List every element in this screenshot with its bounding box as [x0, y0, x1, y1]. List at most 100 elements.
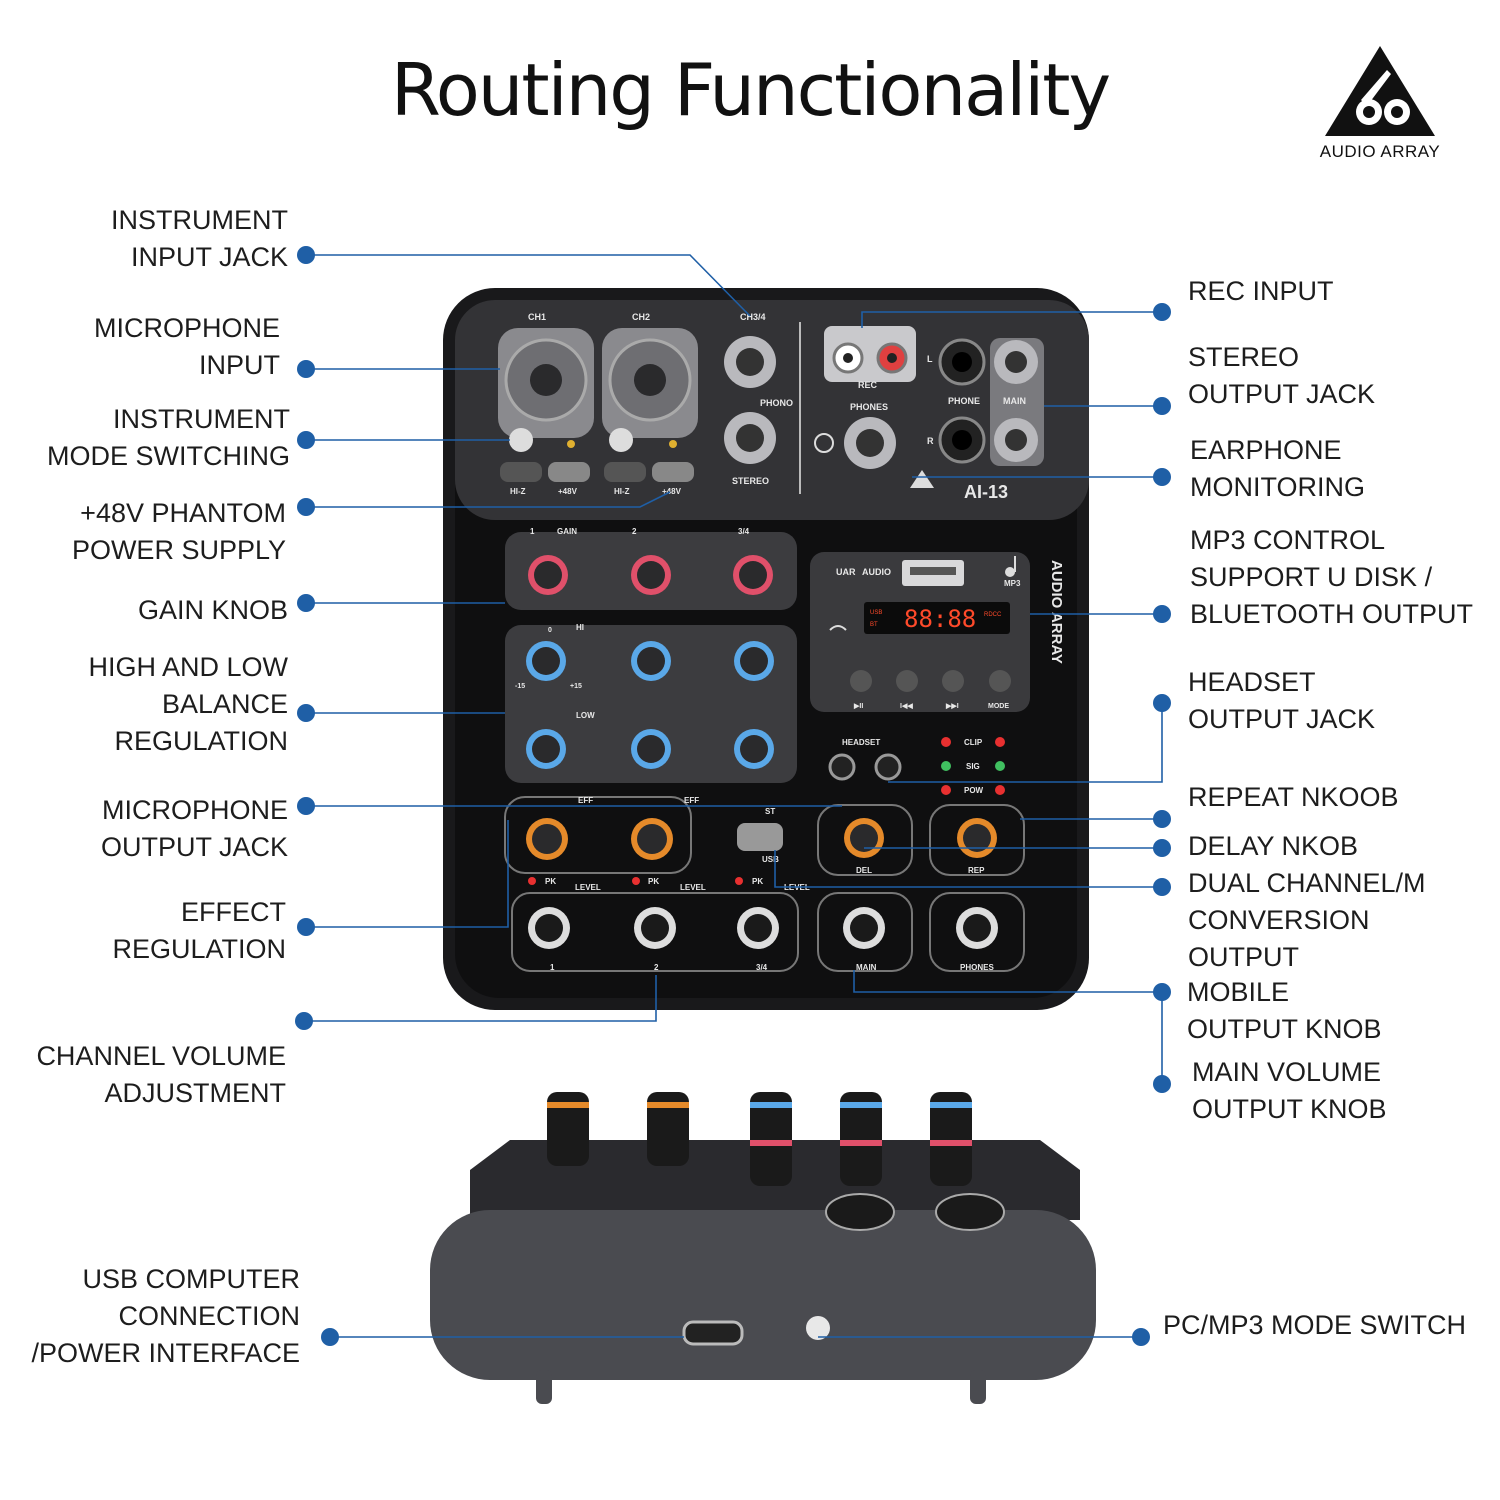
eff-knob-2[interactable]	[631, 818, 673, 860]
level-knob-1[interactable]	[528, 907, 570, 949]
main-volume-knob[interactable]	[843, 907, 885, 949]
instrument-jack-bottom[interactable]	[724, 412, 776, 464]
phantom-label-1: +48V	[558, 487, 578, 496]
mp3-play-button[interactable]	[850, 670, 872, 692]
label-phantom-power: +48V PHANTOM POWER SUPPLY	[71, 498, 286, 565]
mp3-next-button[interactable]	[942, 670, 964, 692]
eq-low-knob-1[interactable]	[526, 729, 566, 769]
st-usb-switch[interactable]	[737, 823, 783, 851]
mp3-play-label: ▶II	[853, 703, 863, 710]
gain-label: GAIN	[557, 527, 577, 536]
gain-knob-1[interactable]	[528, 555, 568, 595]
label-headset-output-jack: HEADSET OUTPUT JACK	[1188, 667, 1376, 734]
level-ch2-label: 2	[654, 963, 659, 972]
device-logo-icon	[910, 470, 934, 488]
label-stereo-output-jack: STEREO OUTPUT JACK	[1188, 342, 1376, 409]
pk-label-3: PK	[752, 877, 763, 886]
gain-knob-3[interactable]	[733, 555, 773, 595]
main-out-jack-l[interactable]	[994, 340, 1038, 384]
ch1-label: CH1	[528, 312, 546, 322]
label-earphone-monitoring: EARPHONE MONITORING	[1190, 435, 1365, 502]
phone-jack-l[interactable]	[938, 338, 986, 386]
side-knob-4	[840, 1092, 882, 1186]
label-microphone-input: MICROPHONE INPUT	[93, 313, 280, 380]
del-panel	[817, 804, 913, 876]
level-knob-2[interactable]	[634, 907, 676, 949]
label-high-low-balance: HIGH AND LOW BALANCE REGULATION	[88, 652, 288, 756]
leader-effect	[306, 820, 509, 928]
ch2-label: CH2	[632, 312, 650, 322]
r-label: R	[927, 436, 934, 446]
leader-channel-volume	[304, 975, 657, 1022]
eq-hi-knob-2[interactable]	[631, 641, 671, 681]
guitar-icon-2	[609, 428, 633, 452]
leader-headset	[888, 703, 1163, 783]
level-knob-3[interactable]	[737, 907, 779, 949]
level-panel	[511, 892, 799, 972]
music-note-icon	[1005, 556, 1016, 577]
eq-low-knob-3[interactable]	[734, 729, 774, 769]
pow-led-label: POW	[964, 786, 984, 795]
leader-rec-input	[861, 311, 1162, 328]
hiz-switch-1[interactable]	[500, 462, 542, 482]
pk-label-1: PK	[545, 877, 556, 886]
brand-name: AUDIO ARRAY	[1319, 142, 1441, 161]
mp3-usb-indicator: USB	[870, 610, 882, 616]
mp3-rdcc-indicator: RDCC	[984, 612, 1002, 618]
headset-phone-jack[interactable]	[874, 753, 902, 781]
side-knob-3	[750, 1092, 792, 1186]
gain-ch2-label: 2	[632, 527, 637, 536]
level-ch1-label: 1	[550, 963, 555, 972]
device-brand-vertical: AUDIO ARRAY	[1048, 560, 1065, 664]
level-ch34-label: 3/4	[756, 963, 768, 972]
instrument-jack-top[interactable]	[724, 336, 776, 388]
eff-knob-1[interactable]	[526, 818, 568, 860]
rep-label: REP	[968, 866, 985, 875]
phantom-switch-2[interactable]	[652, 462, 694, 482]
label-usb-computer: USB COMPUTER CONNECTION /POWER INTERFACE	[31, 1264, 300, 1368]
hiz-label-1: HI-Z	[510, 487, 526, 496]
brand-logo: AUDIO ARRAY	[1300, 40, 1460, 162]
page-title: Routing Functionality	[390, 48, 1111, 132]
phones-volume-knob[interactable]	[956, 907, 998, 949]
headset-label: HEADSET	[842, 738, 880, 747]
phone-label: PHONE	[948, 396, 980, 406]
label-mp3-control: MP3 CONTROL SUPPORT U DISK / BLUETOOTH O…	[1190, 525, 1474, 629]
clip-led-label: CLIP	[964, 738, 983, 747]
xlr-combo-jack-1[interactable]	[498, 328, 594, 438]
rca-right-jack[interactable]	[876, 342, 908, 374]
pc-mp3-switch-button[interactable]	[806, 1316, 830, 1340]
rca-left-jack[interactable]	[832, 342, 864, 374]
label-dual-channel: DUAL CHANNEL/M CONVERSION OUTPUT	[1188, 868, 1426, 972]
mp3-display-digits: 88:88	[904, 605, 976, 633]
hiz-label-2: HI-Z	[614, 487, 630, 496]
phono-label: PHONO	[760, 398, 793, 408]
usb-c-port[interactable]	[682, 1320, 744, 1346]
phone-jack-r[interactable]	[938, 416, 986, 464]
xlr-combo-jack-2[interactable]	[602, 328, 698, 438]
eff-panel	[504, 796, 692, 874]
eq-hi-knob-3[interactable]	[734, 641, 774, 681]
side-knob-2	[647, 1092, 689, 1166]
phantom-label-2: +48V	[662, 487, 682, 496]
headset-mic-jack[interactable]	[828, 753, 856, 781]
mp3-mode-button[interactable]	[989, 670, 1011, 692]
eq-hi-knob-1[interactable]	[526, 641, 566, 681]
phones-knob-label: PHONES	[960, 963, 994, 972]
eq-low-knob-2[interactable]	[631, 729, 671, 769]
mp3-prev-button[interactable]	[896, 670, 918, 692]
level-label-2: LEVEL	[680, 883, 706, 892]
eq-min-label: -15	[515, 683, 525, 690]
hiz-switch-2[interactable]	[604, 462, 646, 482]
main-panel	[817, 892, 913, 972]
gain-knob-2[interactable]	[631, 555, 671, 595]
main-out-jack-r[interactable]	[994, 418, 1038, 462]
ch34-label: CH3/4	[740, 312, 766, 322]
gain-ch1-label: 1	[530, 527, 535, 536]
leader-phantom	[306, 491, 671, 508]
phantom-switch-1[interactable]	[548, 462, 590, 482]
mp3-mode-label: MODE	[988, 703, 1009, 710]
phones-jack[interactable]	[844, 417, 896, 469]
mp3-tag-label: MP3	[1004, 579, 1021, 588]
